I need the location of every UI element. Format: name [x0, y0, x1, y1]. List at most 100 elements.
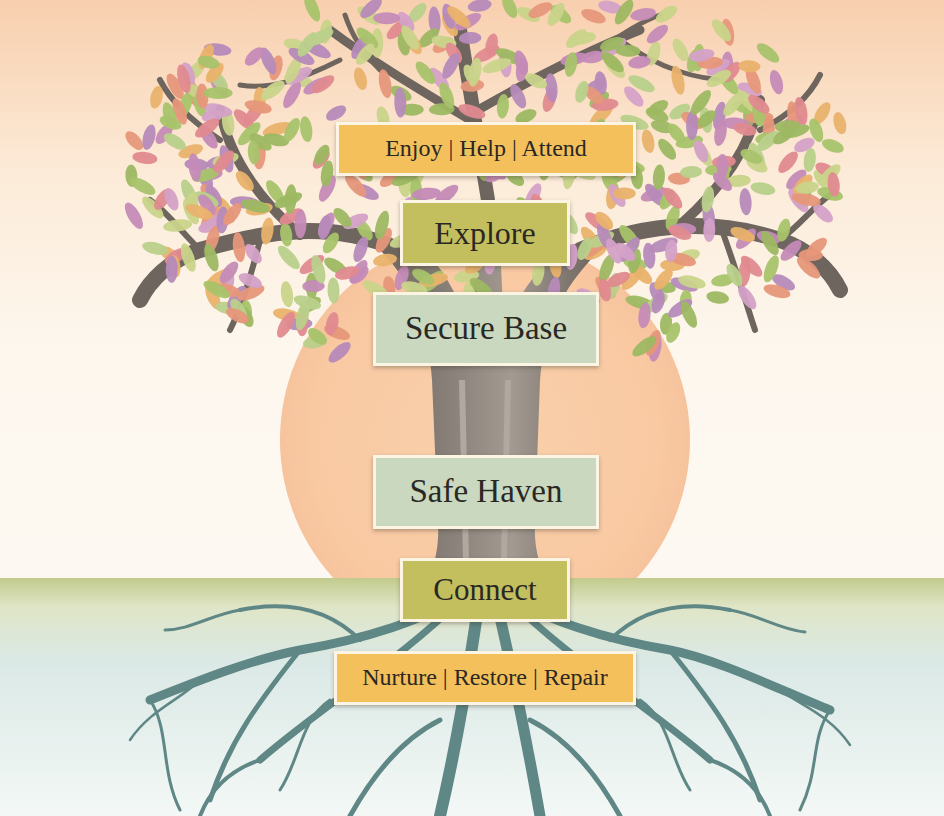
leaf: [728, 224, 757, 245]
leaf: [640, 128, 656, 154]
sage-box: Secure Base: [373, 292, 599, 366]
leaf: [148, 85, 165, 110]
leaf: [655, 136, 680, 163]
node-label: Enjoy | Help | Attend: [385, 135, 587, 163]
leaf: [293, 300, 312, 332]
leaf: [739, 188, 753, 216]
leaf: [160, 101, 179, 131]
leaf: [603, 236, 625, 265]
leaf: [372, 209, 392, 241]
node-label: Safe Haven: [409, 473, 562, 511]
leaf: [334, 264, 361, 282]
leaf: [309, 254, 329, 286]
leaf: [738, 252, 766, 280]
leaf: [324, 311, 341, 337]
leaf: [220, 200, 245, 228]
leaf: [732, 121, 757, 138]
leaf: [770, 123, 798, 148]
leaf: [677, 273, 707, 291]
node-label: Explore: [434, 215, 535, 252]
leaf: [436, 81, 457, 111]
leaf: [708, 16, 734, 44]
leaf: [745, 91, 772, 116]
leaf: [669, 36, 691, 64]
leaf: [496, 93, 510, 119]
leaf: [754, 40, 783, 66]
leaf: [831, 111, 848, 136]
leaf: [459, 32, 482, 45]
leaf: [304, 25, 336, 49]
leaf: [412, 58, 438, 87]
leaf: [439, 51, 463, 82]
leaf: [273, 189, 305, 212]
leaf: [161, 130, 189, 153]
leaf: [162, 186, 182, 212]
leaf: [201, 277, 233, 301]
leaf: [316, 214, 333, 241]
leaf: [775, 217, 793, 243]
leaf: [803, 234, 830, 260]
leaf: [274, 309, 299, 340]
leaf: [795, 180, 820, 195]
leaf: [629, 333, 659, 360]
leaf: [243, 98, 273, 116]
leaf: [507, 82, 530, 111]
leaf: [224, 305, 251, 327]
leaf: [523, 70, 550, 92]
leaf: [544, 73, 559, 103]
olive-box: Connect: [400, 558, 570, 622]
leaf: [192, 115, 222, 141]
leaf: [574, 235, 595, 262]
leaf: [311, 142, 333, 167]
leaf: [178, 242, 199, 274]
leaf: [327, 277, 340, 303]
leaf: [738, 146, 764, 167]
leaf: [704, 66, 734, 90]
leaf: [281, 116, 303, 145]
leaf: [703, 218, 716, 242]
leaf: [140, 123, 158, 151]
leaf: [637, 302, 652, 329]
leaf: [457, 101, 488, 122]
leaf: [231, 232, 247, 263]
leaf: [352, 66, 370, 92]
leaf: [652, 164, 666, 190]
leaf: [628, 55, 652, 70]
leaf: [563, 51, 579, 78]
leaf: [653, 2, 680, 26]
leaf: [651, 266, 676, 293]
leaf: [298, 115, 314, 142]
leaf: [660, 185, 686, 212]
leaf: [279, 280, 295, 308]
leaf: [201, 242, 221, 273]
leaf: [644, 21, 671, 46]
leaf: [645, 97, 671, 119]
leaf: [165, 256, 177, 283]
leaf: [196, 53, 221, 70]
leaf: [762, 282, 792, 301]
leaf: [598, 48, 627, 75]
leaf: [372, 252, 398, 268]
leaf: [615, 44, 640, 57]
leaf: [592, 209, 616, 233]
orange-band-box: Enjoy | Help | Attend: [336, 122, 636, 176]
leaf: [663, 320, 683, 345]
leaf: [687, 87, 715, 118]
leaf: [132, 150, 158, 165]
leaf: [738, 59, 761, 73]
leaf: [758, 228, 782, 258]
leaf: [398, 23, 423, 53]
leaf: [141, 239, 170, 257]
node-label: Connect: [433, 572, 536, 608]
leaf: [258, 77, 288, 103]
leaf: [720, 89, 748, 119]
leaf: [664, 239, 678, 263]
leaf: [247, 140, 261, 165]
leaf: [466, 57, 483, 88]
leaf: [210, 147, 237, 175]
leaf: [794, 254, 824, 282]
leaf: [242, 44, 267, 69]
leaf: [325, 339, 354, 366]
olive-box: Explore: [400, 200, 570, 266]
leaf: [792, 135, 817, 155]
